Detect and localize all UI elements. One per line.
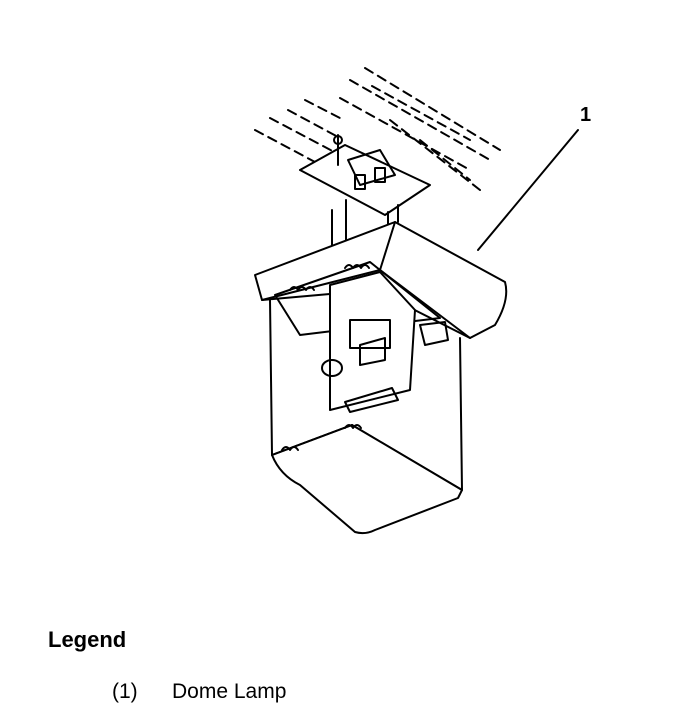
legend-item-label: Dome Lamp: [172, 680, 287, 703]
dome-lamp-illustration: [254, 67, 579, 535]
legend-item-number: (1): [112, 680, 138, 703]
legend-title: Legend: [48, 627, 127, 652]
lamp-housing: [254, 221, 508, 535]
callout-leader-line: [477, 129, 579, 251]
mounting-bracket: [299, 134, 431, 246]
legend-item: (1) Dome Lamp: [112, 680, 286, 704]
roof-hatching: [254, 67, 501, 191]
callout-label-1: 1: [580, 104, 592, 126]
